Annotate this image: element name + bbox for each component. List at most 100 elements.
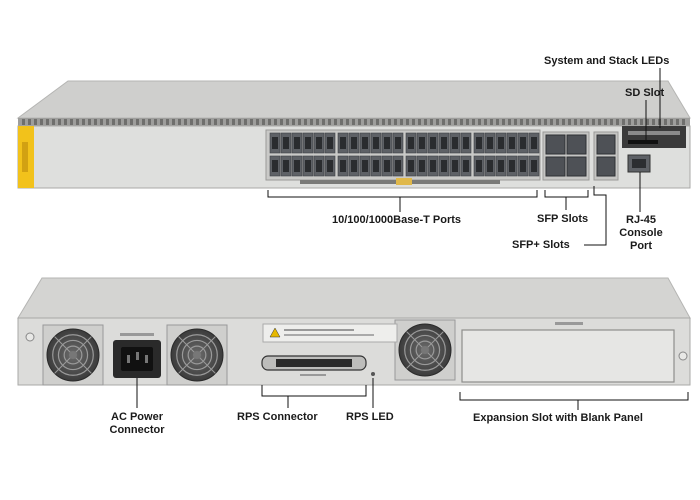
vent-slot — [100, 119, 103, 125]
rj45-port-opening — [305, 160, 311, 172]
fan-spoke — [54, 336, 74, 356]
vent-slot — [382, 119, 385, 125]
fan-ring — [176, 334, 218, 376]
rj45-port-opening — [430, 137, 436, 149]
vent-slot — [634, 119, 637, 125]
rj45-port-opening — [419, 137, 425, 149]
rps-connector-caption — [300, 374, 326, 376]
fan-ring — [404, 329, 446, 371]
vent-slot — [214, 119, 217, 125]
rj45-port-opening — [452, 137, 458, 149]
vent-slot — [124, 119, 127, 125]
vent-slot — [322, 119, 325, 125]
vent-slot — [22, 119, 25, 125]
ac-inlet-pin-1 — [127, 355, 130, 363]
rj45-port-opening — [476, 137, 482, 149]
rps-warning-text-1 — [284, 329, 354, 331]
system-led-row — [628, 131, 680, 135]
ac-inlet-pin-3 — [145, 355, 148, 363]
vent-slot — [574, 119, 577, 125]
sfp-plus-slot — [596, 134, 616, 155]
rear-fan-right — [394, 319, 456, 381]
vent-slot — [142, 119, 145, 125]
rj45-port-opening — [294, 160, 300, 172]
vent-slot — [76, 119, 79, 125]
vent-slot — [70, 119, 73, 125]
vent-slot — [370, 119, 373, 125]
vent-slot — [46, 119, 49, 125]
front-panel — [16, 68, 691, 246]
rj45-port-opening — [520, 160, 526, 172]
label-rj45-console-port: RJ-45 Console Port — [618, 214, 664, 253]
rj45-port-opening — [316, 160, 322, 172]
rj45-port-opening — [294, 137, 300, 149]
rps-warning-text-2 — [284, 334, 374, 336]
system-led-panel — [622, 126, 686, 148]
label-ac-power-line2: Connector — [109, 424, 165, 436]
vent-slot — [274, 119, 277, 125]
fan-spoke — [424, 331, 444, 351]
rj45-port-opening — [395, 160, 401, 172]
fan-ring — [63, 345, 83, 365]
vent-slot — [676, 119, 679, 125]
fan-spoke — [178, 354, 198, 374]
vent-slot — [424, 119, 427, 125]
sd-slot — [628, 140, 658, 144]
rear-panel — [17, 277, 691, 410]
vent-slot — [358, 119, 361, 125]
vent-slot — [532, 119, 535, 125]
vent-slot — [568, 119, 571, 125]
rear-screw-right — [678, 351, 688, 361]
vent-slot — [484, 119, 487, 125]
vent-slot — [262, 119, 265, 125]
expansion-slot-panel — [461, 329, 675, 383]
leader-sfp-plus-slots — [584, 186, 607, 246]
vent-slot — [82, 119, 85, 125]
fan-spoke — [54, 354, 74, 374]
fan-ring — [415, 340, 435, 360]
rj45-port-opening — [509, 160, 515, 172]
vent-slot — [226, 119, 229, 125]
vent-slot — [334, 119, 337, 125]
vent-slot — [58, 119, 61, 125]
fan-spoke — [196, 354, 216, 374]
rps-warning-label — [262, 323, 398, 343]
rj45-port-opening — [509, 137, 515, 149]
rj45-port-opening — [272, 137, 278, 149]
vent-slot — [502, 119, 505, 125]
rear-leader-lines — [136, 378, 689, 410]
vent-slot — [160, 119, 163, 125]
sfp-plus-slots — [596, 134, 616, 177]
vent-slot — [352, 119, 355, 125]
vent-slot — [316, 119, 319, 125]
rj45-port-opening — [430, 160, 436, 172]
vent-slot — [148, 119, 151, 125]
vent-slot — [670, 119, 673, 125]
rj45-port-opening — [476, 160, 482, 172]
rear-fan-left — [42, 324, 104, 386]
front-chassis-top — [16, 80, 691, 119]
fan-spoke — [196, 336, 216, 356]
console-port-inner — [632, 159, 646, 168]
vent-slot — [112, 119, 115, 125]
vent-slot — [244, 119, 247, 125]
rj45-port-opening — [487, 137, 493, 149]
vent-slot — [310, 119, 313, 125]
fan-spoke — [406, 331, 426, 351]
vent-slot — [550, 119, 553, 125]
vent-slot — [208, 119, 211, 125]
vent-slot — [598, 119, 601, 125]
fan-hub — [193, 351, 201, 359]
rj45-port-opening — [362, 160, 368, 172]
vent-slot — [154, 119, 157, 125]
vent-slot — [454, 119, 457, 125]
fan-ring — [52, 334, 94, 376]
vent-slot — [640, 119, 643, 125]
rj45-port-opening — [272, 160, 278, 172]
vent-slot — [28, 119, 31, 125]
vent-slot — [472, 119, 475, 125]
vent-slot — [520, 119, 523, 125]
vent-slot — [682, 119, 685, 125]
rear-fan-middle — [166, 324, 228, 386]
vent-slot — [190, 119, 193, 125]
